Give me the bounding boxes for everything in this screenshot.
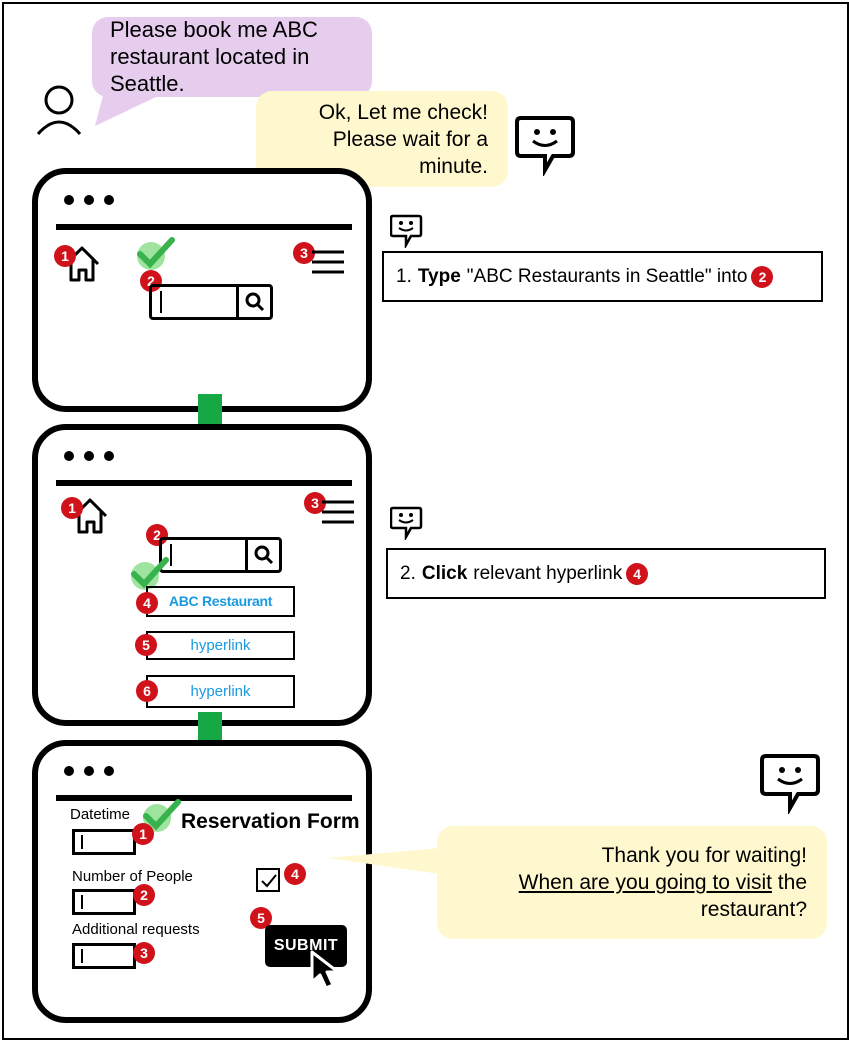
text-cursor [81,949,83,963]
instruction-action: Type [417,265,461,287]
badge-home: 1 [54,245,76,267]
instruction-ref-badge: 2 [751,265,774,288]
check-mark-icon [131,557,169,590]
user-icon [36,85,82,136]
field-label-datetime: Datetime [70,806,131,823]
address-bar [56,224,352,230]
search-button[interactable] [245,540,279,570]
window-dot [64,195,74,205]
checkbox[interactable] [256,868,280,892]
badge-menu: 3 [293,242,315,264]
hamburger-menu-icon[interactable] [318,498,358,528]
window-dot [64,451,74,461]
instruction-number: 1. [396,265,412,287]
number-of-people-field[interactable] [72,889,136,915]
badge-link-4: 4 [136,592,158,614]
thanks-line-2-rest: the [771,871,807,894]
user-speech-bubble [92,17,372,97]
field-label-requests: Additional requests [72,921,200,938]
window-dot [104,195,114,205]
search-button[interactable] [236,287,270,317]
search-icon [254,545,274,565]
address-bar [56,795,352,801]
additional-requests-field[interactable] [72,943,136,969]
form-title: Reservation Form [181,810,360,833]
search-result-link[interactable]: hyperlink [146,631,295,660]
instruction-step2: 2. Click relevant hyperlink 4 [386,548,826,599]
submit-button[interactable]: SUBMIT [265,925,347,967]
user-request-text: Please book me ABC restaurant located in… [110,17,318,96]
badge-datetime: 1 [132,823,154,845]
check-mark-icon [137,237,175,270]
badge-link-6: 6 [136,680,158,702]
thanks-bubble-tail [328,848,440,874]
thanks-line-1: Thank you for waiting! [601,844,807,867]
instruction-text: relevant hyperlink [473,562,623,584]
search-input[interactable] [149,284,273,320]
text-cursor [160,291,162,313]
badge-link-5: 5 [135,634,157,656]
search-result-link-abc[interactable]: ABC Restaurant [146,586,295,617]
window-dot [64,766,74,776]
badge-people: 2 [133,884,155,906]
instruction-number: 2. [400,562,416,584]
bot-icon [515,116,575,176]
badge-home: 1 [61,497,83,519]
bot-icon-small [390,506,423,540]
bot-icon-small [390,214,423,248]
search-result-link[interactable]: hyperlink [146,675,295,708]
badge-requests: 3 [133,942,155,964]
checkmark-icon [261,874,277,888]
instruction-text: "ABC Restaurants in Seattle" into [466,265,748,287]
text-cursor [81,835,83,849]
badge-checkbox: 4 [284,863,306,885]
browser-window-step1 [32,168,372,412]
window-dot [84,195,94,205]
window-dot [84,766,94,776]
window-dot [104,451,114,461]
window-dot [84,451,94,461]
hamburger-menu-icon[interactable] [308,248,348,278]
field-label-people: Number of People [72,868,193,885]
instruction-step1: 1. Type "ABC Restaurants in Seattle" int… [382,251,823,302]
instruction-action: Click [421,562,468,584]
thanks-text: Thank you for waiting! When are you goin… [437,842,807,923]
window-dot [104,766,114,776]
text-cursor [81,895,83,909]
search-icon [245,292,265,312]
visit-question: When are you going to visit [518,871,772,894]
bot-icon [760,754,820,814]
text-cursor [170,544,172,566]
bot-speech-bubble-final [437,826,827,939]
badge-submit: 5 [250,907,272,929]
badge-menu: 3 [304,492,326,514]
bot-reply-text: Ok, Let me check! Please wait for a minu… [318,101,488,178]
thanks-line-3: restaurant? [700,898,807,921]
thanks-line-2: When are you going to visit the [437,869,807,896]
user-bubble-tail [95,88,175,126]
mouse-pointer-icon [310,950,340,990]
address-bar [56,480,352,486]
datetime-field[interactable] [72,829,136,855]
instruction-ref-badge: 4 [626,562,649,585]
search-input[interactable] [159,537,282,573]
